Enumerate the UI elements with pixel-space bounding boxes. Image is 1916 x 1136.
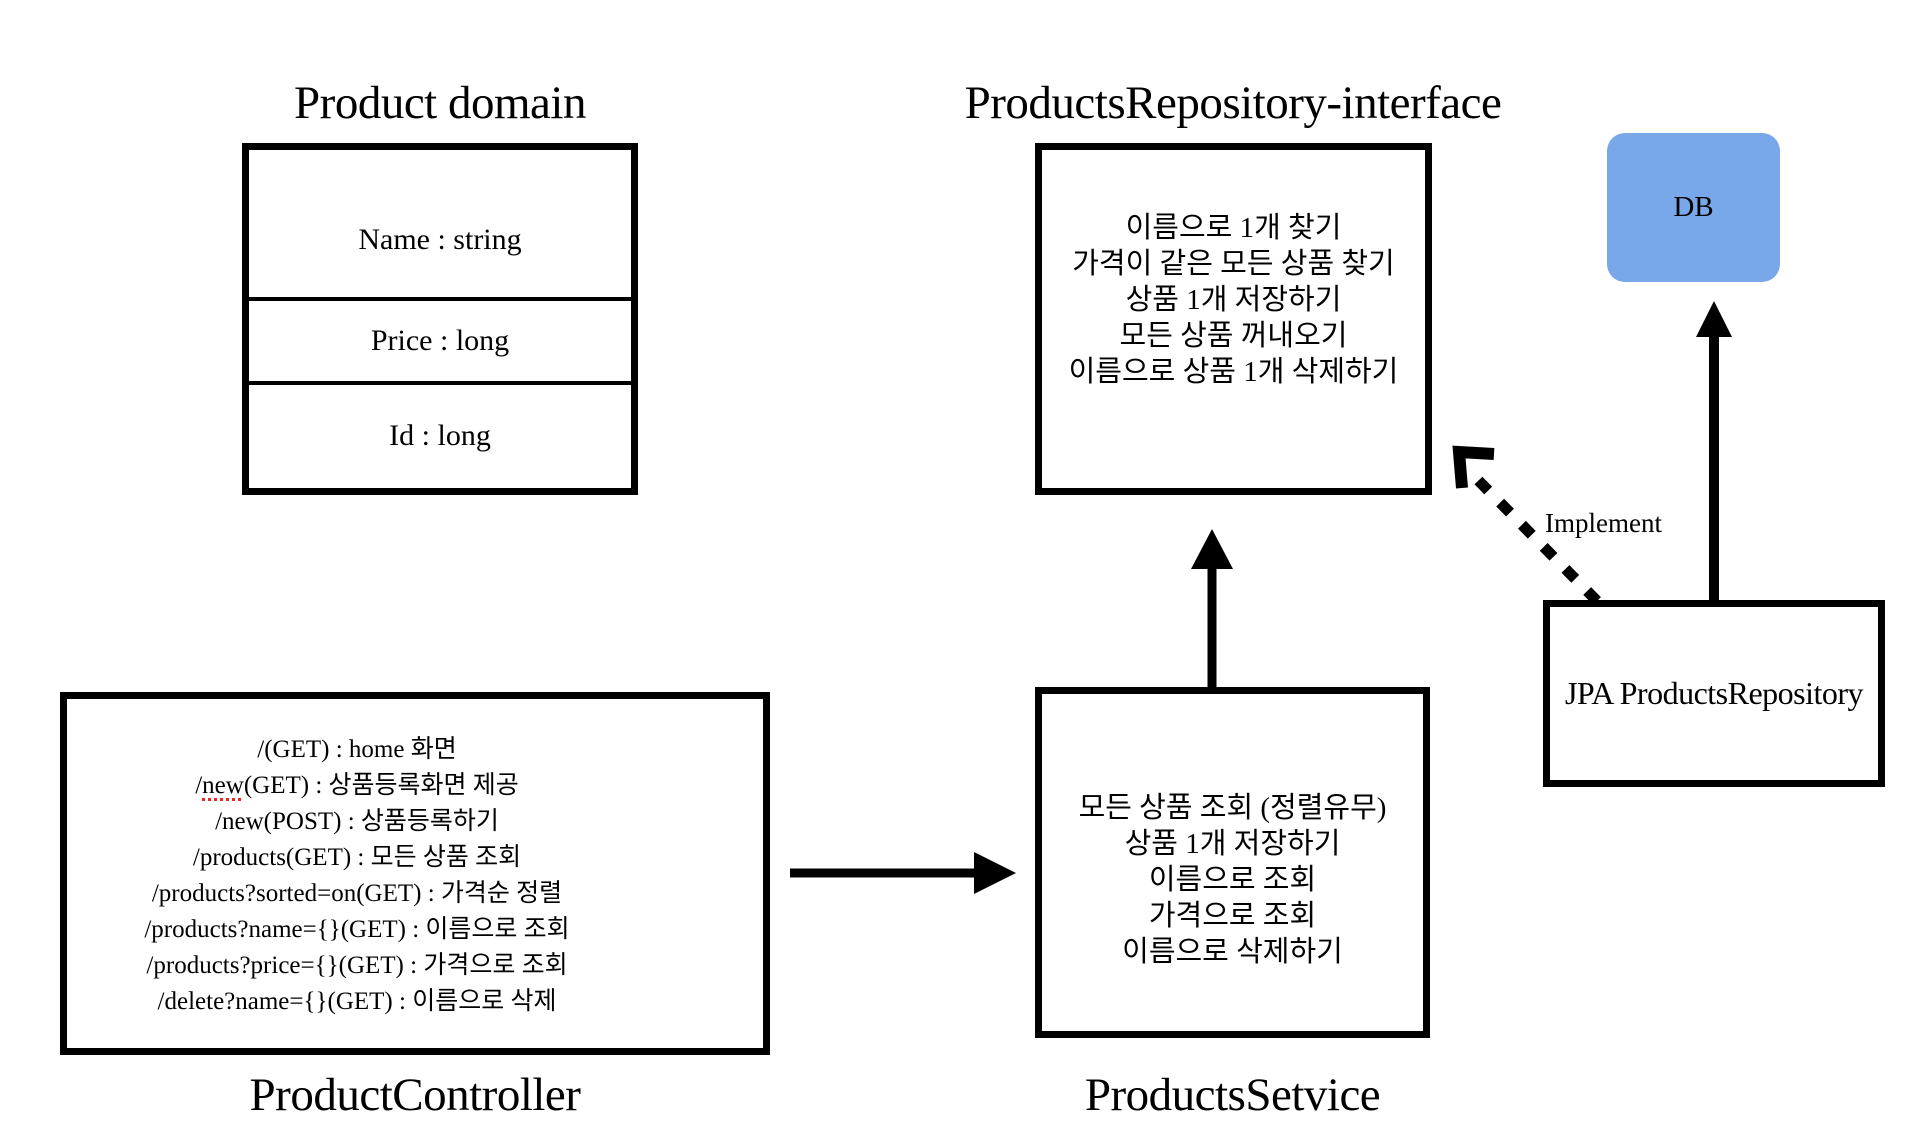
product-domain-box: Name : string Price : long Id : long [242,143,638,495]
repository-interface-methods: 이름으로 1개 찾기 가격이 같은 모든 상품 찾기 상품 1개 저장하기 모든… [1042,210,1425,390]
endpoint-line: /products?name={}(GET) : 이름으로 조회 [144,916,570,943]
jpa-repository-box: JPA ProductsRepository [1543,600,1885,787]
repository-interface-title: ProductsRepository-interface [964,77,1502,129]
arrow-implement-dashed [1452,445,1601,605]
iface-method: 이름으로 1개 찾기 [1125,212,1342,244]
product-controller-box: /(GET) : home 화면 /new(GET) : 상품등록화면 제공 /… [60,692,770,1055]
service-method: 모든 상품 조회 (정렬유무) [1078,792,1387,824]
db-box: DB [1607,133,1780,282]
db-label: DB [1673,191,1714,223]
arrow-service-to-interface [1191,529,1233,690]
domain-field-id: Id : long [249,385,631,489]
repository-interface-box: 이름으로 1개 찾기 가격이 같은 모든 상품 찾기 상품 1개 저장하기 모든… [1035,143,1432,495]
endpoint-line: /products?sorted=on(GET) : 가격순 정렬 [151,880,563,907]
products-service-title: ProductsSetvice [1084,1069,1381,1121]
domain-field-id-label: Id : long [389,419,491,453]
iface-method: 상품 1개 저장하기 [1125,284,1342,316]
spellcheck-underlined-word: new [202,772,244,799]
domain-field-price-label: Price : long [370,323,510,357]
service-methods: 모든 상품 조회 (정렬유무) 상품 1개 저장하기 이름으로 조회 가격으로 … [1042,790,1423,970]
domain-field-name-label: Name : string [358,222,522,256]
implement-label: Implement [1545,508,1662,538]
service-method: 상품 1개 저장하기 [1124,828,1341,860]
iface-method: 가격이 같은 모든 상품 찾기 [1072,248,1395,280]
product-domain-title: Product domain [294,77,586,129]
arrow-jpa-to-db [1696,301,1732,604]
service-method: 이름으로 삭제하기 [1122,936,1343,968]
jpa-repository-label: JPA ProductsRepository [1564,675,1864,711]
product-controller-title: ProductController [249,1069,581,1121]
service-method: 가격으로 조회 [1148,900,1317,932]
controller-endpoints: /(GET) : home 화면 /new(GET) : 상품등록화면 제공 /… [67,732,647,1020]
iface-method: 모든 상품 꺼내오기 [1119,320,1348,352]
iface-method: 이름으로 상품 1개 삭제하기 [1068,356,1399,388]
domain-field-price: Price : long [249,301,631,385]
products-service-box: 모든 상품 조회 (정렬유무) 상품 1개 저장하기 이름으로 조회 가격으로 … [1035,687,1430,1038]
endpoint-line: /products?price={}(GET) : 가격으로 조회 [146,952,568,979]
arrow-controller-to-service [790,852,1016,894]
endpoint-line: /products(GET) : 모든 상품 조회 [192,844,522,871]
endpoint-line: /(GET) : home 화면 [257,736,457,763]
service-method: 이름으로 조회 [1148,864,1317,896]
endpoint-line: /new(GET) : 상품등록화면 제공 [195,772,519,799]
endpoint-line: /delete?name={}(GET) : 이름으로 삭제 [157,988,557,1015]
domain-field-name: Name : string [249,150,631,302]
endpoint-line: /new(POST) : 상품등록하기 [215,808,499,835]
